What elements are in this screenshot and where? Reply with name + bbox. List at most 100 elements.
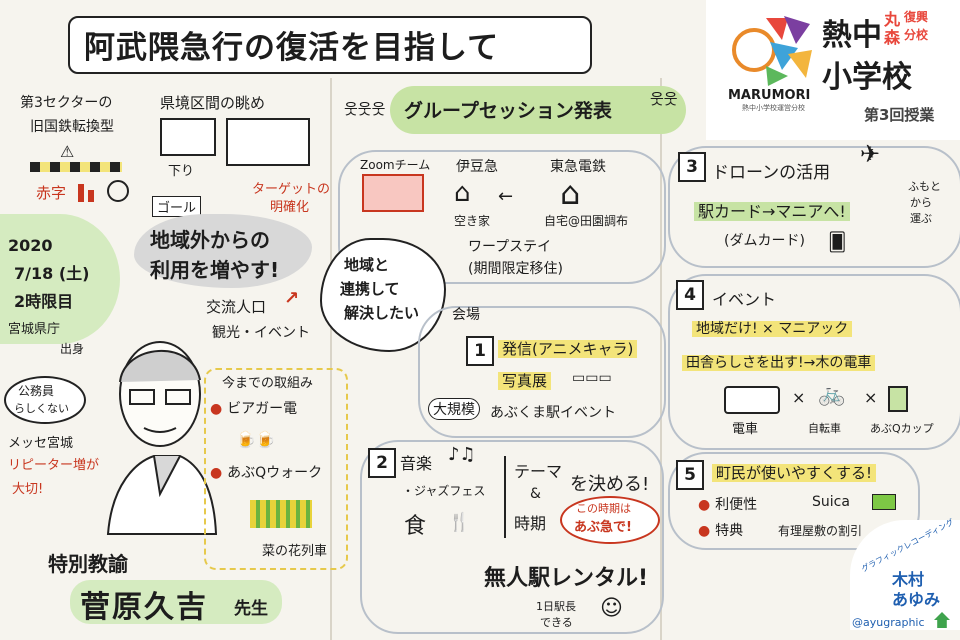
item-2-a: 音楽 — [400, 454, 433, 473]
efforts-frame — [204, 368, 348, 570]
effort-1-label: ビアガー電 — [227, 401, 298, 417]
bicycle-label: 自転車 — [808, 422, 841, 435]
item-1-number: 1 — [466, 336, 494, 366]
discount-label: 有理屋敷の割引 — [778, 524, 863, 538]
item-2-b: ・ジャズフェス — [402, 484, 486, 498]
and-label: & — [530, 486, 541, 502]
red-bubble — [560, 496, 660, 544]
large-scale-badge: 大規模 — [428, 398, 480, 420]
station-master-icon: ☺ — [600, 596, 623, 621]
can-label: できる — [540, 616, 573, 629]
train-sketch-icon — [160, 118, 216, 156]
date-day: 7/18 (土) — [14, 264, 90, 283]
teacher-portrait-icon — [106, 341, 218, 535]
main-message-line2: 利用を増やす! — [150, 258, 280, 282]
item-2-number: 2 — [368, 448, 396, 478]
timing-label: 時期 — [514, 514, 547, 533]
one-day-label: 1日駅長 — [536, 600, 576, 613]
home-house-icon: ⌂ — [560, 174, 581, 212]
teacher-name-highlight — [70, 580, 282, 624]
convenience-label: ● 利便性 — [698, 494, 757, 514]
times-1: × — [792, 388, 806, 407]
panel-divider-right — [660, 78, 662, 640]
zoom-label: Zoomチーム — [360, 158, 431, 172]
vacant-label: 空き家 — [454, 214, 491, 228]
target-label-2: 明確化 — [270, 200, 310, 215]
logo-brand: MARUMORI — [728, 88, 811, 103]
photo-frames-icon: ▭▭▭ — [572, 370, 612, 386]
teacher-role: 特別教諭 — [48, 552, 128, 576]
bullet-dot-icon-2: ● — [210, 465, 228, 481]
main-message-blob — [134, 214, 312, 288]
credit-handle: @ayugraphic — [852, 616, 925, 629]
cards-icon: 🂠 — [828, 232, 847, 253]
declining-graph-icon — [78, 180, 129, 202]
speech-bubble — [4, 376, 86, 424]
teacher-suffix: 先生 — [234, 599, 268, 619]
efforts-title: 今までの取組み — [222, 376, 314, 391]
credit-line3: あゆみ — [892, 590, 941, 609]
solve-line2: 連携して — [340, 280, 400, 298]
dam-card-label: (ダムカード) — [724, 233, 805, 249]
beer-cup-icon: 🍺🍺 — [236, 430, 276, 449]
suica-label: Suica — [812, 494, 850, 510]
train-label: 電車 — [732, 422, 759, 437]
solve-line3: 解決したい — [344, 304, 420, 322]
venue-label: 会場 — [452, 307, 480, 323]
drone-note-1: ふもと — [908, 180, 941, 193]
item-5-number: 5 — [676, 460, 704, 490]
drone-label: ドローンの活用 — [712, 163, 831, 183]
rural-text: 田舎らしさを出す!→木の電車 — [682, 355, 876, 371]
item-1-a: 発信(アニメキャラ) — [498, 338, 638, 359]
tourism-label: 観光・イベント — [212, 325, 310, 341]
logo-maru: 丸 — [884, 10, 901, 29]
logo-panel: MARUMORI 熱中小学校運営分校 熱中 丸 森 復興 分校 小学校 第3回授… — [706, 0, 960, 140]
repeaters-label: リピーター増が — [8, 458, 100, 473]
people-icon-left: 웃웃웃 — [344, 100, 386, 118]
workstay-label: ワープステイ — [468, 239, 552, 255]
izu-label: 伊豆急 — [456, 159, 498, 175]
item-3-number: 3 — [678, 152, 706, 182]
title-box — [68, 16, 592, 74]
decide-label: を決める! — [570, 474, 650, 495]
cup-icon — [888, 386, 908, 412]
message-label: メッセ宮城 — [8, 436, 74, 451]
credit-line2: 木村 — [892, 570, 925, 589]
solve-line1: 地域と — [344, 256, 390, 274]
goal-label: ゴール — [152, 196, 202, 217]
logo-fukko: 復興 — [904, 10, 929, 24]
abukyu-label: あぶ急で! — [574, 520, 632, 535]
home-brand-icon — [934, 612, 950, 628]
bullet-dot-icon-3: ● — [698, 497, 716, 513]
fork-knife-icon: 🍴 — [448, 512, 471, 533]
marumori-logo-mark — [732, 16, 812, 86]
rural-label: 田舎らしさを出す!→木の電車 — [682, 352, 876, 372]
logo-lesson: 第3回授業 — [864, 106, 935, 124]
venue-frame — [418, 306, 666, 438]
bicycle-icon: 🚲 — [818, 382, 846, 407]
downhill-label: 下り — [168, 164, 195, 179]
credit-panel — [850, 520, 960, 630]
drone-note-2: から — [910, 196, 932, 209]
origin-label-2: 出身 — [60, 342, 85, 356]
item-2-c: 食 — [404, 514, 427, 539]
civil-servant-label-2: らしくない — [14, 402, 69, 415]
effort-2: ● あぶQウォーク — [210, 462, 322, 482]
vacant-house-icon: ⌂ — [454, 178, 471, 208]
tokyu-label: 東急電鉄 — [550, 159, 606, 175]
theme-label: テーマ — [514, 462, 563, 481]
easy-label: 町民が使いやすくする! — [712, 462, 877, 483]
times-2: × — [864, 388, 878, 407]
group-title-highlight — [390, 86, 686, 134]
group-title: グループセッション発表 — [404, 100, 612, 122]
bullet-dot-icon: ● — [210, 401, 228, 417]
teacher-name: 菅原久吉 — [80, 590, 208, 625]
rape-blossom-label: 菜の花列車 — [262, 544, 328, 559]
arrow-up-icon: ↗ — [284, 288, 300, 309]
perks-label: ● 特典 — [698, 520, 743, 540]
date-year: 2020 — [8, 236, 53, 255]
music-frame — [360, 440, 664, 634]
people-icon-right: 웃웃 — [650, 90, 678, 108]
easy-text: 町民が使いやすくする! — [712, 464, 877, 482]
